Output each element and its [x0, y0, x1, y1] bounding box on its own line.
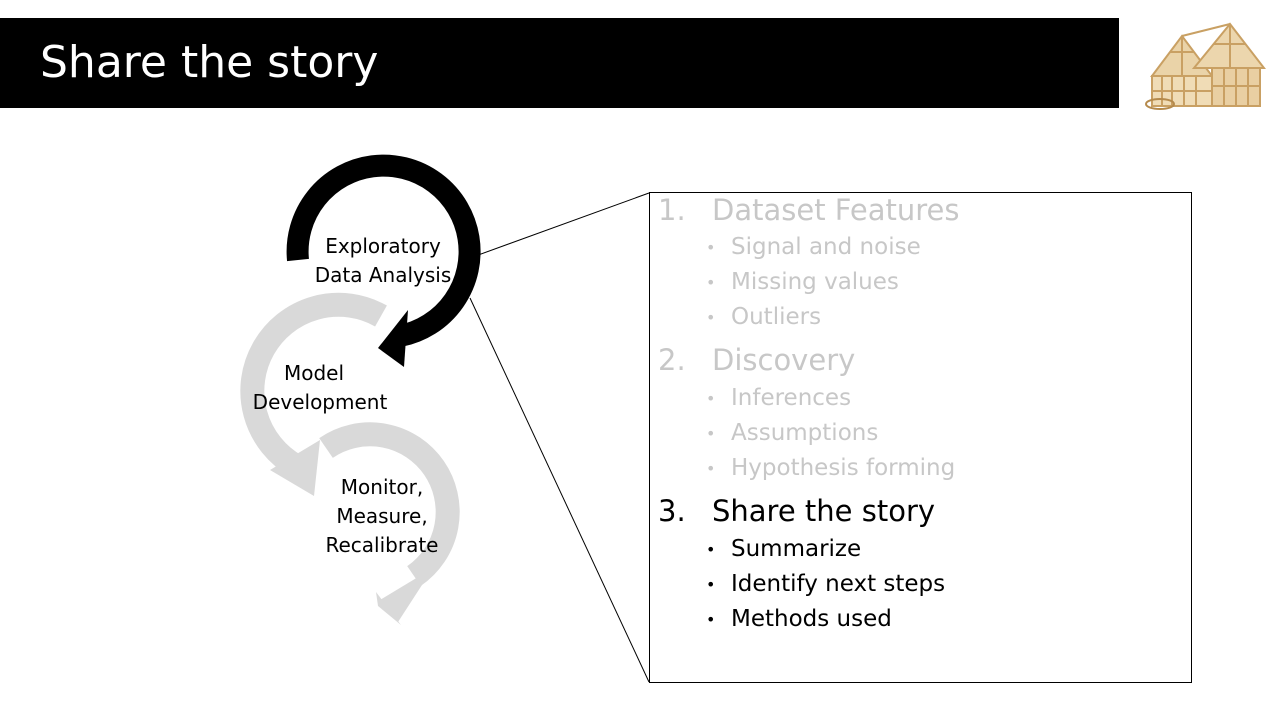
section-3-bullet-3: •Methods used	[706, 606, 892, 632]
bullet-icon: •	[706, 610, 716, 629]
exploratory-analysis-arrow	[286, 154, 481, 367]
model-development-arrow	[240, 292, 387, 496]
cycle-step-model-line1: Model	[283, 361, 345, 385]
outline-section-2: 2. Discovery	[658, 343, 855, 377]
bullet-icon: •	[706, 424, 716, 443]
section-1-number: 1.	[658, 193, 686, 227]
cycle-step-exploratory-line2: Data Analysis	[314, 263, 452, 287]
cycle-step-monitor-line1: Monitor,	[340, 475, 424, 499]
cycle-step-exploratory-line1: Exploratory	[325, 234, 441, 258]
section-3-bullet-2: •Identify next steps	[706, 571, 946, 597]
monitor-arrow	[319, 422, 460, 625]
section-1-bullet-2: •Missing values	[706, 269, 899, 295]
bullet-icon: •	[706, 238, 716, 257]
bullet-icon: •	[706, 575, 716, 594]
section-1-bullet-1: •Signal and noise	[706, 234, 921, 260]
outline-section-1: 1. Dataset Features	[658, 193, 959, 227]
cycle-step-monitor-line2: Measure,	[336, 504, 428, 528]
section-3-bullet-1: •Summarize	[706, 536, 862, 562]
wooden-house-frame-icon	[1145, 22, 1266, 110]
bullet-icon: •	[706, 389, 716, 408]
section-2-bullet-2: •Assumptions	[706, 420, 879, 446]
section-3-title: Share the story	[712, 494, 936, 528]
cycle-step-monitor: Monitor, Measure, Recalibrate	[310, 473, 454, 560]
section-2-title: Discovery	[712, 343, 856, 377]
connector-line-bottom	[469, 297, 650, 683]
bullet-icon: •	[706, 308, 716, 327]
bullet-icon: •	[706, 273, 716, 292]
section-2-number: 2.	[658, 343, 686, 377]
outline-section-3: 3. Share the story	[658, 494, 935, 528]
page-title: Share the story	[40, 37, 379, 88]
bullet-icon: •	[706, 540, 716, 559]
section-3-number: 3.	[658, 494, 686, 528]
outline-panel: 1. Dataset Features •Signal and noise •Mi…	[649, 192, 1192, 683]
section-2-bullet-3: •Hypothesis forming	[706, 455, 956, 481]
bullet-icon: •	[706, 459, 716, 478]
cycle-step-model-line2: Development	[252, 390, 388, 414]
cycle-step-exploratory: Exploratory Data Analysis	[300, 232, 466, 290]
title-bar: Share the story	[0, 18, 1119, 108]
section-1-title: Dataset Features	[712, 193, 960, 227]
cycle-step-model: Model Development	[236, 359, 404, 417]
connector-line-top	[469, 192, 650, 259]
cycle-step-monitor-line3: Recalibrate	[325, 533, 439, 557]
section-2-bullet-1: •Inferences	[706, 385, 852, 411]
section-1-bullet-3: •Outliers	[706, 304, 822, 330]
